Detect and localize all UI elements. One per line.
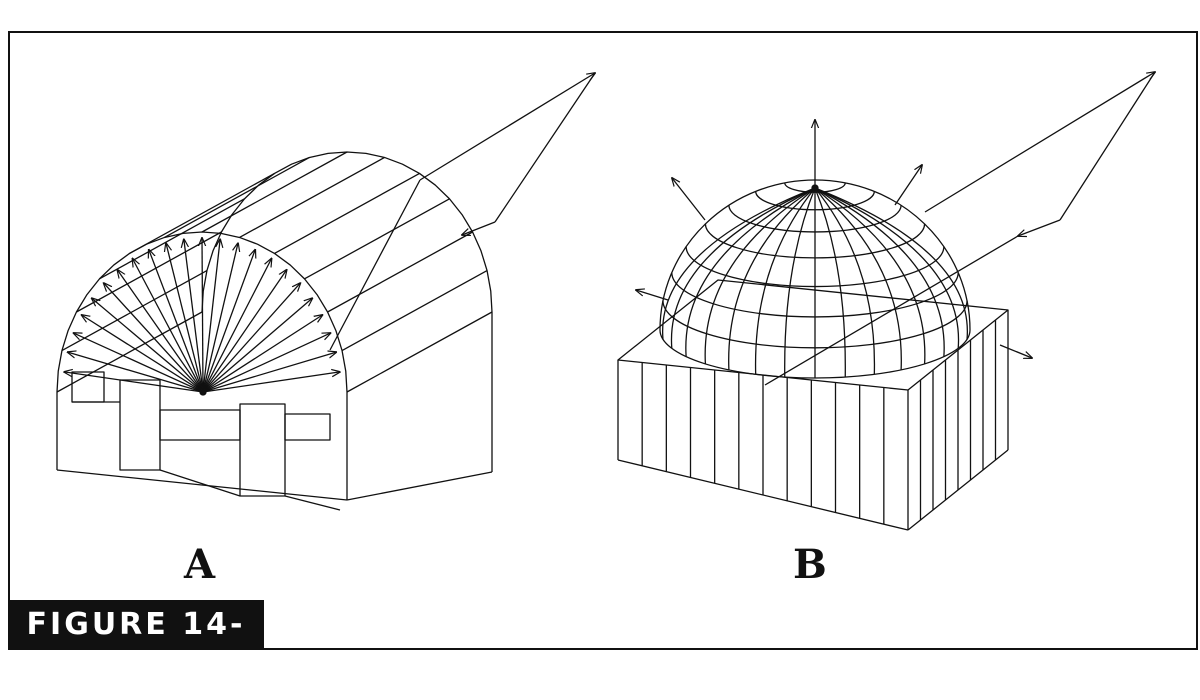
- dome-longitude-line: [814, 187, 960, 349]
- diagram-b-dome: [617, 71, 1156, 531]
- normal-arrow: [894, 165, 922, 206]
- reflected-ray: [1059, 71, 1156, 221]
- vault-pillar: [239, 403, 286, 497]
- vault-rib-line: [76, 231, 222, 313]
- radial-ray-arrow: [202, 270, 287, 393]
- panel-a-label: A: [184, 541, 216, 588]
- vault-rib-line: [61, 270, 208, 352]
- dome-longitude-line: [814, 187, 846, 378]
- radial-ray-arrow: [117, 270, 204, 393]
- radial-ray-arrow: [149, 250, 204, 393]
- reflected-ray: [419, 73, 595, 181]
- radial-ray-arrow: [202, 333, 330, 393]
- vault-rib-line: [274, 172, 420, 255]
- figure-caption-tag: FIGURE 14-16: [8, 600, 264, 692]
- radial-ray-arrow: [202, 315, 322, 393]
- vault-rib-line: [99, 198, 245, 280]
- vault-floor-line: [284, 495, 341, 511]
- vault-floor-step: [284, 413, 331, 441]
- dome-longitude-line: [662, 187, 816, 340]
- radial-ray-arrow: [202, 250, 255, 393]
- dome-longitude-line: [814, 187, 902, 370]
- radial-ray-arrow: [74, 333, 204, 393]
- dome-longitude-line: [814, 187, 876, 375]
- radial-ray-arrow: [202, 283, 300, 393]
- normal-arrow: [672, 178, 706, 221]
- dome-longitude-line: [814, 187, 968, 340]
- radial-ray-arrow: [82, 315, 204, 393]
- vault-rib-line: [201, 151, 348, 233]
- diagram-a-barrel-vault: [56, 72, 596, 511]
- normal-arrow: [636, 290, 669, 301]
- reflected-ray: [462, 221, 496, 235]
- vault-rib-line: [346, 311, 493, 393]
- dome-longitude-line: [704, 187, 816, 364]
- radial-ray-arrow: [202, 298, 312, 393]
- vault-rib-line: [239, 156, 385, 239]
- dome-longitude-line: [784, 187, 816, 378]
- radial-ray-arrow: [202, 259, 272, 393]
- reflected-ray: [764, 235, 1019, 386]
- dome-longitude-line: [814, 187, 926, 364]
- radial-ray-arrow: [202, 238, 203, 393]
- vault-rib-line: [341, 270, 488, 352]
- reflected-ray: [494, 72, 596, 223]
- reflected-ray: [1018, 219, 1061, 236]
- vault-rib-line: [164, 156, 310, 239]
- radial-ray-arrow: [166, 243, 204, 393]
- figure-frame: [8, 31, 1198, 650]
- vault-rib-line: [304, 198, 450, 280]
- dome-longitude-line: [814, 187, 945, 357]
- radial-ray-arrow: [202, 372, 340, 393]
- reflected-ray: [329, 179, 421, 351]
- vault-base-right-edge: [346, 471, 493, 501]
- radial-ray-arrow: [68, 352, 204, 393]
- figure-artwork: [56, 0, 1200, 531]
- radial-ray-arrow: [64, 372, 204, 393]
- vault-base-front-edge: [56, 469, 348, 501]
- panel-b-label: B: [793, 541, 827, 588]
- vault-floor-step: [159, 409, 241, 441]
- radial-ray-arrow: [202, 243, 238, 393]
- dome-longitude-line: [754, 187, 816, 375]
- radial-ray-arrow: [133, 259, 204, 393]
- radial-ray-arrow: [92, 298, 204, 393]
- vault-pillar: [119, 379, 161, 471]
- radial-ray-arrow: [202, 239, 220, 393]
- vault-floor-line: [159, 469, 241, 497]
- vault-rib-line: [129, 172, 275, 255]
- normal-arrow: [999, 344, 1032, 358]
- dome-longitude-line: [728, 187, 816, 370]
- radial-ray-arrow: [104, 283, 204, 393]
- focus-point: [199, 388, 207, 396]
- radial-ray-arrow: [202, 352, 336, 393]
- vault-rib-line: [327, 231, 473, 313]
- vault-back-arch: [201, 151, 493, 313]
- reflected-ray: [924, 72, 1155, 213]
- dome-longitude-line: [685, 187, 816, 357]
- radial-ray-arrow: [184, 239, 204, 393]
- dome-longitude-line: [670, 187, 816, 349]
